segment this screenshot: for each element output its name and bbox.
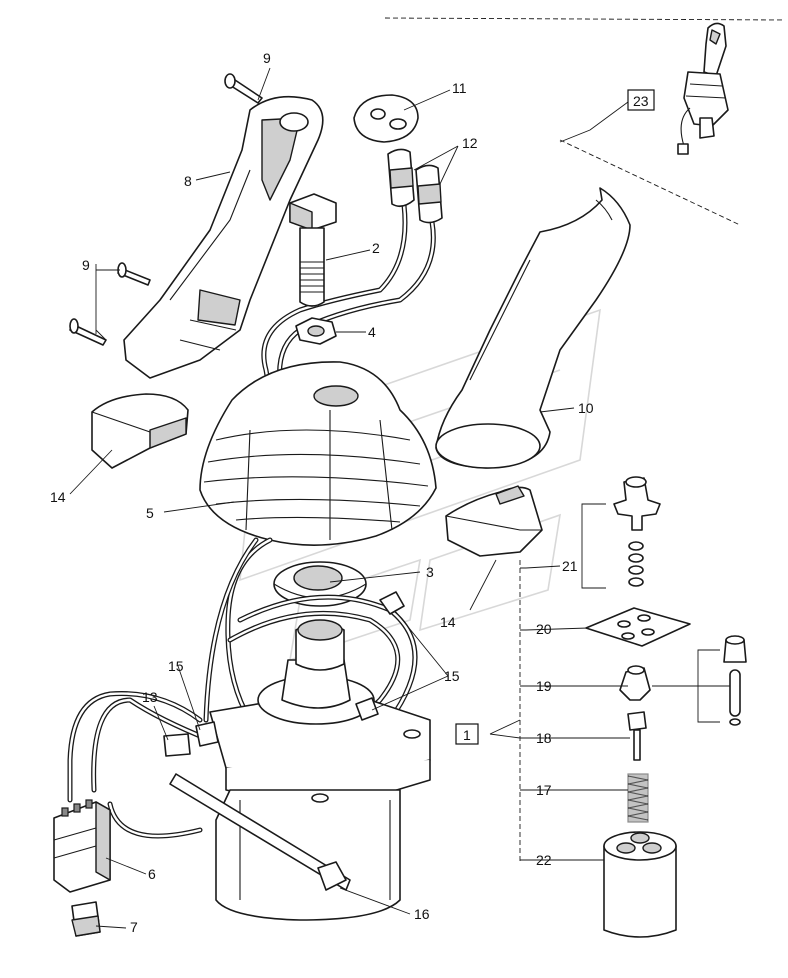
callout-7: 7 xyxy=(130,919,138,935)
part-22-housing xyxy=(603,831,677,938)
part-12-push-buttons xyxy=(261,148,443,408)
callout-23-box xyxy=(627,89,655,111)
callout-13: 13 xyxy=(142,689,158,705)
callout-20: 20 xyxy=(536,621,552,637)
callout-19: 19 xyxy=(536,678,552,694)
callout-12: 12 xyxy=(462,135,478,151)
callout-4: 4 xyxy=(368,324,376,340)
callout-21: 21 xyxy=(562,558,578,574)
part-18-plunger xyxy=(627,711,647,761)
callout-8: 8 xyxy=(184,173,192,189)
part-7-terminal xyxy=(71,901,101,937)
callout-1: 1 xyxy=(463,727,471,743)
part-9-pin-top xyxy=(224,73,263,104)
part-2-bolt xyxy=(289,193,337,307)
part-9-pins-side xyxy=(69,262,151,346)
callout-14-left: 14 xyxy=(50,489,66,505)
callout-15-left: 15 xyxy=(168,658,184,674)
part-19-fitting xyxy=(619,635,747,726)
callout-15-right: 15 xyxy=(444,668,460,684)
part-23-joystick-assembly xyxy=(677,22,729,155)
callout-6: 6 xyxy=(148,866,156,882)
leader-lines xyxy=(69,67,630,929)
callout-1-box xyxy=(455,723,479,745)
part-4-nut xyxy=(295,317,337,345)
callout-9-side: 9 xyxy=(82,257,90,273)
callout-11: 11 xyxy=(452,80,467,96)
part-10-handle-shell xyxy=(435,187,631,469)
callout-23: 23 xyxy=(633,93,649,109)
part-11-gasket-plate xyxy=(353,94,419,143)
part-13-clip xyxy=(163,733,191,757)
callout-labels: 9 11 23 12 8 2 9 4 10 14 5 21 3 14 20 15… xyxy=(50,50,655,935)
part-20-plate xyxy=(585,607,691,647)
part-14-block-right xyxy=(445,485,543,557)
part-14-block-left xyxy=(91,393,189,469)
callout-2: 2 xyxy=(372,240,380,256)
assembly-bracket xyxy=(489,560,526,862)
part-17-spring xyxy=(627,773,649,823)
callout-16: 16 xyxy=(414,906,430,922)
callout-18: 18 xyxy=(536,730,552,746)
callout-9-top: 9 xyxy=(263,50,271,66)
part-5-rubber-boot xyxy=(199,361,437,546)
callout-14-right: 14 xyxy=(440,614,456,630)
callout-5: 5 xyxy=(146,505,154,521)
callout-3: 3 xyxy=(426,564,434,580)
part-15-cable-ties xyxy=(195,591,405,747)
callout-10: 10 xyxy=(578,400,594,416)
part-8-handle-shell xyxy=(123,95,324,379)
part-21-valve-and-orings xyxy=(581,476,661,589)
inset-frame xyxy=(384,17,786,226)
callout-17: 17 xyxy=(536,782,552,798)
part-6-connector xyxy=(53,799,111,893)
callout-22: 22 xyxy=(536,852,552,868)
